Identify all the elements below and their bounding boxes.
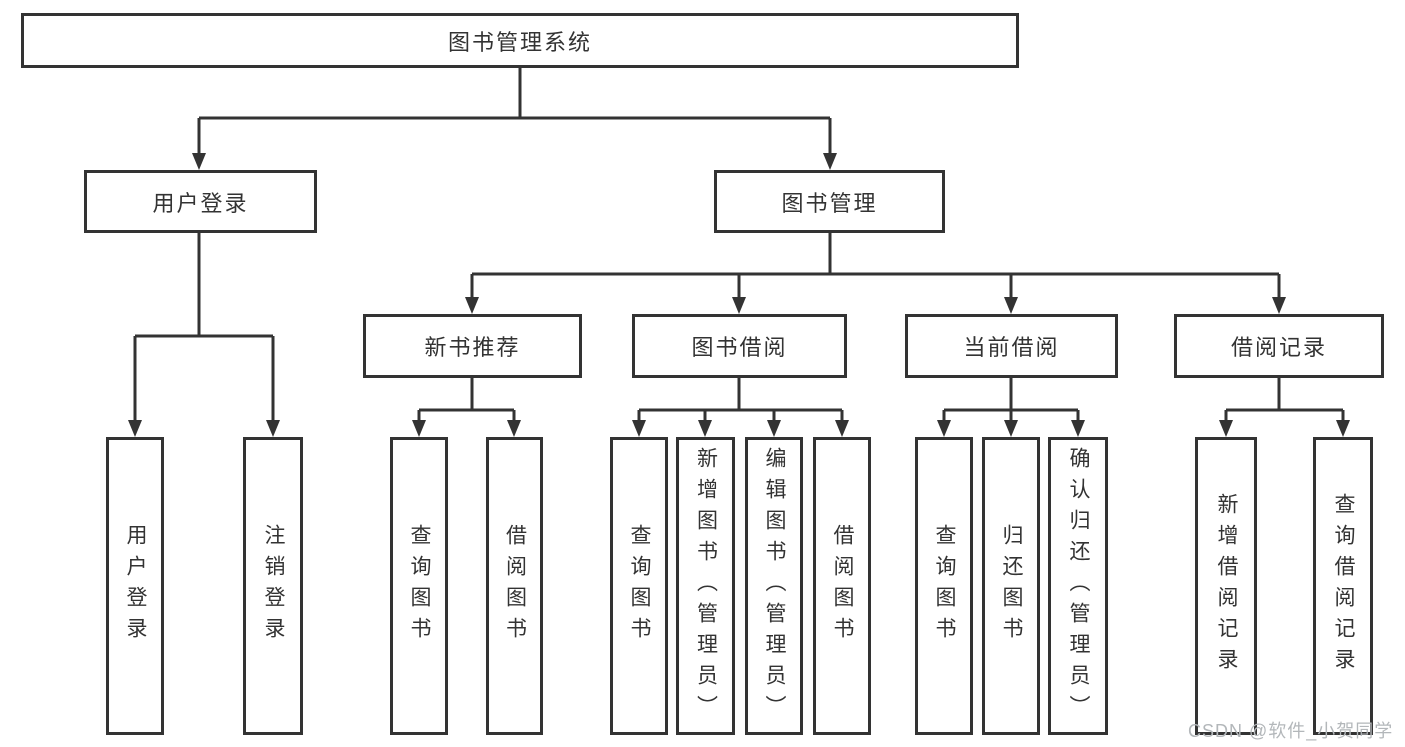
node-query-books-current: 查询图书 xyxy=(915,437,973,735)
node-label: 图书管理 xyxy=(781,190,878,216)
node-label: 用户登录 xyxy=(124,524,147,648)
node-add-borrow-record: 新增借阅记录 xyxy=(1195,437,1257,735)
node-label: 归还图书 xyxy=(1000,524,1023,648)
node-label: 查询借阅记录 xyxy=(1332,493,1355,679)
node-borrow-records: 借阅记录 xyxy=(1174,314,1384,378)
node-label: 图书管理系统 xyxy=(447,29,592,55)
node-label: 借阅图书 xyxy=(503,524,527,648)
node-book-management: 图书管理 xyxy=(714,170,945,233)
node-label: 查询图书 xyxy=(408,524,431,648)
node-user-login: 用户登录 xyxy=(106,437,164,735)
arrowheads xyxy=(128,153,1350,437)
node-book-borrowing: 图书借阅 xyxy=(632,314,847,378)
node-label: 图书借阅 xyxy=(691,335,788,360)
node-label: 注销登录 xyxy=(262,524,285,648)
node-add-books-admin: 新增图书（管理员） xyxy=(676,437,735,735)
node-confirm-return-admin: 确认归还（管理员） xyxy=(1048,437,1108,735)
node-edit-books-admin: 编辑图书（管理员） xyxy=(745,437,803,735)
node-label: 新增借阅记录 xyxy=(1215,493,1238,679)
node-label: 编辑图书（管理员） xyxy=(763,446,786,726)
node-logout: 注销登录 xyxy=(243,437,303,735)
node-label: 确认归还（管理员） xyxy=(1067,446,1090,726)
node-current-borrowing: 当前借阅 xyxy=(905,314,1118,378)
node-label: 用户登录 xyxy=(152,190,249,216)
node-label: 查询图书 xyxy=(933,524,956,648)
node-borrow-books-borrowing: 借阅图书 xyxy=(813,437,871,735)
node-label: 借阅图书 xyxy=(831,524,854,648)
node-new-book-recommend: 新书推荐 xyxy=(363,314,582,378)
node-query-borrow-record: 查询借阅记录 xyxy=(1313,437,1373,735)
node-return-books: 归还图书 xyxy=(982,437,1040,735)
node-query-books-recommend: 查询图书 xyxy=(390,437,448,735)
node-user-login-group: 用户登录 xyxy=(84,170,317,233)
node-library-management-system: 图书管理系统 xyxy=(21,13,1019,68)
node-borrow-books-recommend: 借阅图书 xyxy=(486,437,543,735)
node-label: 借阅记录 xyxy=(1230,335,1327,360)
node-query-books-borrowing: 查询图书 xyxy=(610,437,668,735)
csdn-watermark: CSDN @软件_小贺同学 xyxy=(1188,721,1394,741)
node-label: 新增图书（管理员） xyxy=(694,446,718,726)
node-label: 查询图书 xyxy=(628,524,651,648)
node-label: 新书推荐 xyxy=(424,335,521,360)
node-label: 当前借阅 xyxy=(963,335,1060,360)
